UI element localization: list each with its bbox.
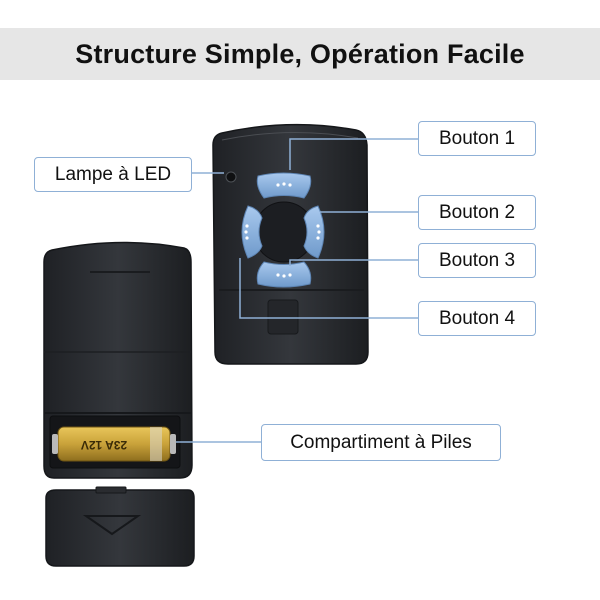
battery-label: 23A 12V — [81, 438, 127, 452]
title-bar: Structure Simple, Opération Facile — [0, 28, 600, 80]
remote-back: 23A 12V — [43, 241, 193, 479]
remote-button-4 — [241, 205, 263, 259]
callout-leaders — [176, 138, 418, 443]
callout-button-1: Bouton 1 — [418, 121, 536, 156]
led-lamp — [225, 171, 237, 183]
battery: 23A 12V — [52, 426, 176, 462]
callout-button-2: Bouton 2 — [418, 195, 536, 230]
battery-cover — [45, 486, 195, 567]
remote-button-2 — [303, 205, 325, 259]
remote-front — [212, 123, 369, 365]
page-title: Structure Simple, Opération Facile — [75, 38, 525, 69]
callout-battery-compartment: Compartiment à Piles — [261, 424, 501, 461]
callout-button-4: Bouton 4 — [418, 301, 536, 336]
callout-button-3: Bouton 3 — [418, 243, 536, 278]
callout-led-lamp: Lampe à LED — [34, 157, 192, 192]
